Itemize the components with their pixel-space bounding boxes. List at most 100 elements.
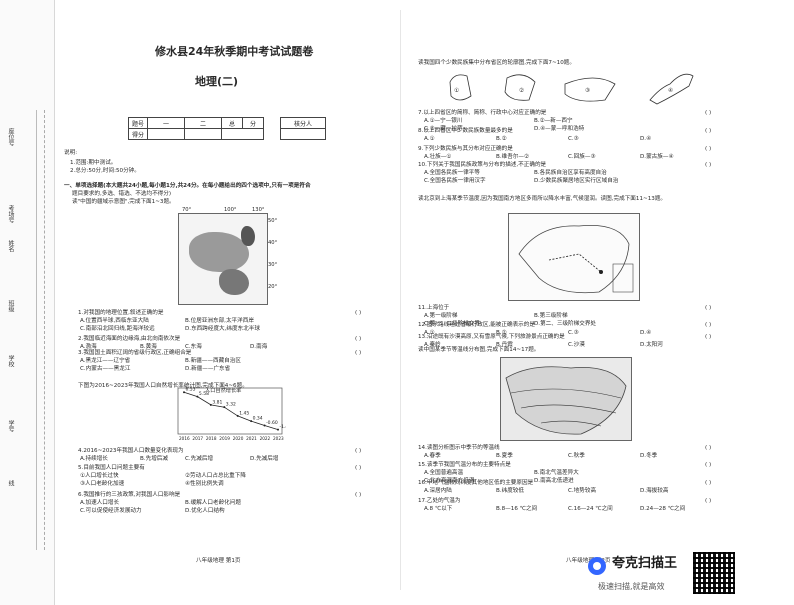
notes-title: 说明:	[64, 150, 78, 156]
data-point	[250, 420, 253, 423]
data-point	[183, 391, 185, 394]
scanner-logo-icon	[588, 557, 606, 575]
chart-caption: 下图为2016~2023年我国人口自然增长率统计图,完成下面4~6题。	[78, 383, 248, 389]
province-label: ②	[519, 88, 525, 94]
question-option: D.冬季	[640, 453, 658, 459]
class-label: 班级	[7, 300, 14, 312]
data-label: 6.53	[186, 387, 196, 393]
answer-blank[interactable]: ( )	[355, 310, 362, 316]
lat-tick: 20°	[268, 284, 278, 290]
isotherm-line	[540, 420, 602, 427]
x-tick-label: 2017	[192, 436, 203, 441]
score-cell: 总	[221, 117, 244, 129]
question-option: B.黄海	[140, 344, 157, 350]
reviewer-table: 核分人	[280, 117, 326, 140]
route-line	[548, 253, 602, 273]
x-tick-label: 2020	[233, 436, 244, 441]
x-tick-label: 2021	[246, 436, 257, 441]
question-option: D.南高北低递进	[534, 478, 574, 484]
question-option: A.①	[424, 330, 435, 336]
answer-blank[interactable]: ( )	[705, 462, 712, 468]
answer-blank[interactable]: ( )	[705, 128, 712, 134]
answer-blank[interactable]: ( )	[355, 448, 362, 454]
question-option: B.先增后减	[140, 456, 168, 462]
question-option: ②劳动人口占总比重下降	[185, 473, 246, 479]
answer-blank[interactable]: ( )	[705, 110, 712, 116]
question-option: D.④—蒙—呼和浩特	[534, 126, 585, 132]
answer-blank[interactable]: ( )	[705, 480, 712, 486]
question-option: D.优化人口结构	[185, 508, 225, 514]
question-option: B.维吾尔—②	[496, 154, 530, 160]
question-option: C.沙漠	[568, 342, 585, 348]
question-option: B.缓解人口老龄化问题	[185, 500, 241, 506]
section-title-cont: 题目要求的,多选、错选、不选均不得分)	[72, 191, 172, 197]
question-option: A.位置西半球,西临东亚大陆	[80, 318, 149, 324]
answer-blank[interactable]: ( )	[355, 465, 362, 471]
question-option: B.夏季	[496, 453, 513, 459]
answer-blank[interactable]: ( )	[355, 492, 362, 498]
question-option: A.持续增长	[80, 456, 108, 462]
question-option: D.蒙古族—④	[640, 154, 674, 160]
answer-blank[interactable]: ( )	[355, 350, 362, 356]
answer-blank[interactable]: ( )	[705, 445, 712, 451]
province-label: ①	[454, 88, 460, 94]
question-stem: 8.以上四省区中少数民族数量最多的是	[418, 128, 513, 134]
inset-map	[612, 263, 634, 293]
question-option: A.加速人口增长	[80, 500, 120, 506]
question-stem: 1.对我国的地理位置,叙述正确的是	[78, 310, 164, 316]
question-option: C.南部沿北回归线,距海洋较远	[80, 326, 155, 332]
question-option: D.④	[640, 136, 652, 142]
section-intro: 读"中国的疆域示意图",完成下面1~3题。	[72, 199, 175, 205]
question-option: D.海拔较高	[640, 488, 669, 494]
question-stem: 4.2016~2023年我国人口数量变化表现为	[78, 448, 184, 454]
map-tick: 130°	[252, 207, 265, 213]
question-option: C.先减后增	[185, 456, 214, 462]
question-stem: 5.目前我国人口问题主要有	[78, 465, 145, 471]
x-tick-label: 2022	[260, 436, 271, 441]
province-outline-4	[649, 73, 694, 105]
answer-blank[interactable]: ( )	[705, 146, 712, 152]
qr-code-icon	[693, 552, 735, 594]
question-stem: 11.上海位于	[418, 305, 450, 311]
line-label: 线	[7, 480, 14, 486]
score-cell: 得分	[127, 128, 149, 140]
china-outline	[518, 225, 630, 294]
question-option: D.少数民族聚居地区实行区域自治	[534, 178, 619, 184]
data-label: 5.58	[199, 391, 209, 397]
answer-blank[interactable]: ( )	[705, 322, 712, 328]
question-option: B.②	[496, 136, 507, 142]
question-stem: 9.下列少数民族与其分布对应正确的是	[418, 146, 513, 152]
x-tick-label: 2018	[206, 436, 217, 441]
question-stem: 15.该季节我国气温分布的主要特点是	[418, 462, 511, 468]
right-intro-2: 读北京到上海某季节温度,因为我国南方地区多雨所以降水丰富,气候湿润。读图,完成下…	[418, 196, 667, 202]
question-option: B.第三级阶梯	[534, 313, 568, 319]
answer-blank[interactable]: ( )	[705, 162, 712, 168]
answer-blank[interactable]: ( )	[705, 305, 712, 311]
data-label: 1.45	[239, 410, 249, 416]
id-label: 学号	[7, 420, 14, 432]
question-option: D.第二、三级阶梯交界处	[534, 321, 597, 327]
province-outline-3	[564, 77, 616, 102]
note-line: 2.总分:50分,时间:50分钟。	[70, 168, 140, 174]
answer-blank[interactable]: ( )	[705, 334, 712, 340]
question-option: A.①—宁—银川	[424, 118, 463, 124]
question-stem: 17.乙处的气温为	[418, 498, 461, 504]
map-tick: 70°	[182, 207, 192, 213]
x-tick-label: 2023	[273, 436, 284, 441]
question-option: B.各民族自治区享有高度自治	[534, 170, 607, 176]
question-option: ④性别比例失调	[185, 481, 224, 487]
x-tick-label: 2019	[219, 436, 230, 441]
population-growth-chart: 6.5320165.5820173.8120183.3220191.452020…	[177, 387, 286, 441]
answer-blank[interactable]: ( )	[705, 498, 712, 504]
answer-blank[interactable]: ( )	[355, 336, 362, 342]
room-label: 考场号	[7, 205, 14, 223]
question-option: B.8—16 ℃之间	[496, 506, 538, 512]
question-option: C.回族—③	[568, 154, 596, 160]
question-option: B.②	[496, 330, 507, 336]
score-cell: 题号	[127, 117, 149, 129]
x-tick-label: 2016	[179, 436, 190, 441]
isotherm-outline	[505, 366, 627, 435]
question-option: B.纬度较低	[496, 488, 524, 494]
question-option: A.秦岭	[424, 342, 441, 348]
score-cell: 一	[147, 117, 186, 129]
